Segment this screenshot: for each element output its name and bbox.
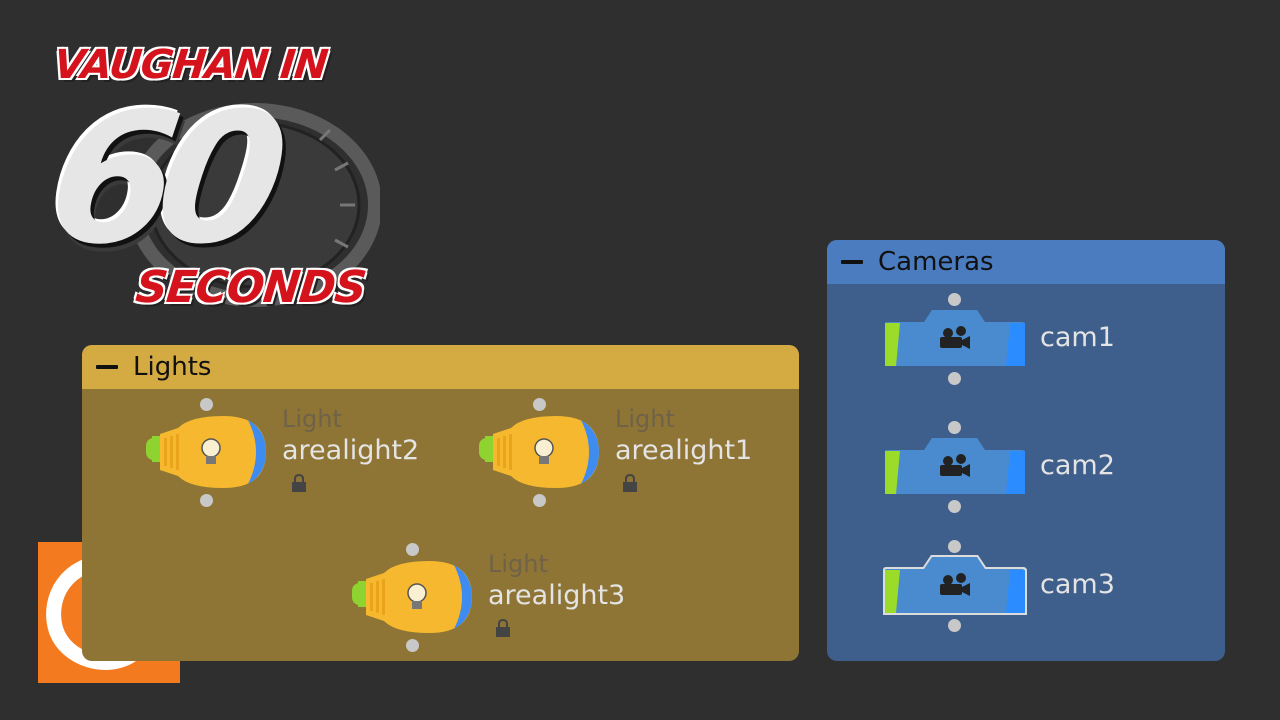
cameras-box-title: Cameras — [878, 247, 994, 277]
light-node-arealight3[interactable]: Light arealight3 — [344, 543, 644, 653]
output-connector[interactable] — [948, 619, 961, 632]
lock-icon[interactable] — [494, 618, 512, 637]
input-connector[interactable] — [533, 398, 546, 411]
light-node-arealight2[interactable]: Light arealight2 — [138, 398, 438, 508]
node-name-label[interactable]: cam1 — [1040, 322, 1115, 353]
node-type-label: Light — [282, 405, 342, 433]
input-connector[interactable] — [948, 293, 961, 306]
vaughan-in-60-seconds-logo: VAUGHAN IN 60 SECONDS — [37, 40, 380, 330]
node-name-label[interactable]: arealight2 — [282, 435, 420, 466]
camera-node-cam3[interactable]: cam3 — [882, 540, 1142, 635]
node-name-label[interactable]: cam3 — [1040, 569, 1115, 600]
camera-node-cam1[interactable]: cam1 — [882, 293, 1142, 388]
node-name-label[interactable]: arealight3 — [488, 580, 626, 611]
camera-node-cam2[interactable]: cam2 — [882, 421, 1142, 516]
movie-camera-icon — [940, 454, 970, 477]
input-connector[interactable] — [406, 543, 419, 556]
light-bulb-icon — [479, 416, 599, 488]
lights-box-title: Lights — [133, 352, 212, 382]
collapse-button[interactable] — [841, 260, 863, 264]
collapse-button[interactable] — [96, 365, 118, 369]
camera-node-shape — [885, 438, 1025, 494]
light-bulb-icon — [146, 416, 266, 488]
lock-icon[interactable] — [621, 473, 639, 492]
input-connector[interactable] — [948, 421, 961, 434]
output-connector[interactable] — [948, 500, 961, 513]
node-type-label: Light — [488, 550, 548, 578]
node-type-label: Light — [615, 405, 675, 433]
lock-icon[interactable] — [290, 473, 308, 492]
node-name-label[interactable]: cam2 — [1040, 450, 1115, 481]
output-connector[interactable] — [200, 494, 213, 507]
movie-camera-icon — [940, 573, 970, 596]
stopwatch-icon — [128, 103, 380, 307]
node-name-label[interactable]: arealight1 — [615, 435, 753, 466]
light-bulb-icon — [352, 561, 472, 633]
light-node-arealight1[interactable]: Light arealight1 — [471, 398, 771, 508]
input-connector[interactable] — [948, 540, 961, 553]
camera-node-shape — [883, 555, 1027, 615]
camera-node-shape — [885, 310, 1025, 366]
output-connector[interactable] — [406, 639, 419, 652]
cameras-box-header[interactable]: Cameras — [827, 240, 1225, 284]
input-connector[interactable] — [200, 398, 213, 411]
output-connector[interactable] — [948, 372, 961, 385]
logo-number: 60 — [37, 75, 282, 284]
output-connector[interactable] — [533, 494, 546, 507]
lights-box-header[interactable]: Lights — [82, 345, 799, 389]
movie-camera-icon — [940, 326, 970, 349]
logo-title-bottom: SECONDS — [133, 262, 369, 313]
